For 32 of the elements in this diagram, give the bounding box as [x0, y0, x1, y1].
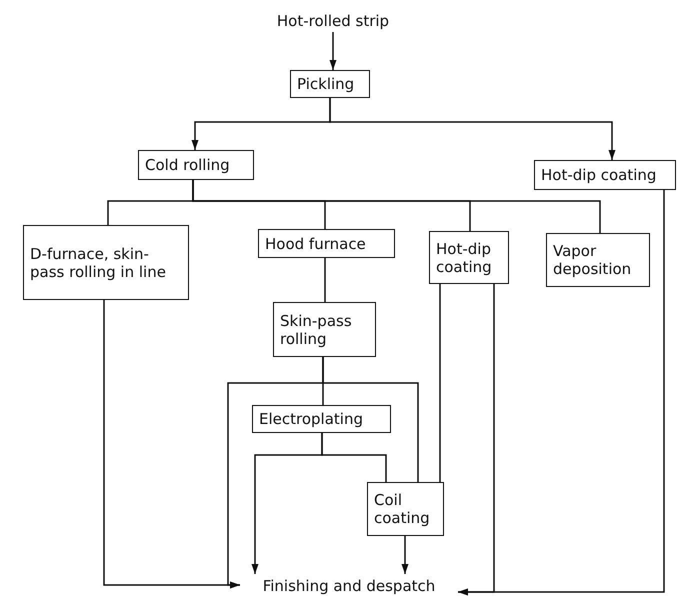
flow-label: Finishing and despatch	[240, 574, 458, 598]
connector-line	[321, 433, 387, 482]
process-box	[290, 70, 370, 98]
arrow	[458, 190, 665, 596]
box-label: Vapor deposition	[553, 242, 632, 278]
process-box	[23, 225, 189, 300]
process-box	[273, 302, 376, 357]
box-label: Electroplating	[259, 410, 364, 428]
process-box	[367, 482, 444, 536]
arrow	[329, 98, 616, 160]
box-label: Hot-dip coating	[541, 166, 658, 184]
process-box	[429, 231, 509, 284]
process-box	[534, 160, 676, 190]
arrow	[402, 536, 408, 574]
box-label: Cold rolling	[145, 156, 231, 174]
connector-line	[324, 258, 326, 302]
connector-line	[192, 180, 601, 233]
flow-label: Hot-rolled strip	[263, 10, 403, 32]
box-label: Hot-dip coating	[436, 240, 493, 276]
connector-line	[322, 357, 419, 482]
process-box	[258, 229, 395, 258]
box-label: Pickling	[297, 75, 356, 93]
box-label: Skin-pass rolling	[280, 312, 353, 348]
connector-line	[439, 284, 441, 482]
process-box	[546, 233, 650, 287]
box-label: D-furnace, skin-pass rolling in line	[30, 244, 167, 280]
arrow	[103, 300, 240, 588]
arrow	[330, 32, 336, 70]
process-box	[252, 405, 391, 433]
process-box	[138, 150, 254, 180]
box-label: Hood furnace	[265, 234, 367, 252]
box-label: Coil coating	[374, 491, 431, 527]
